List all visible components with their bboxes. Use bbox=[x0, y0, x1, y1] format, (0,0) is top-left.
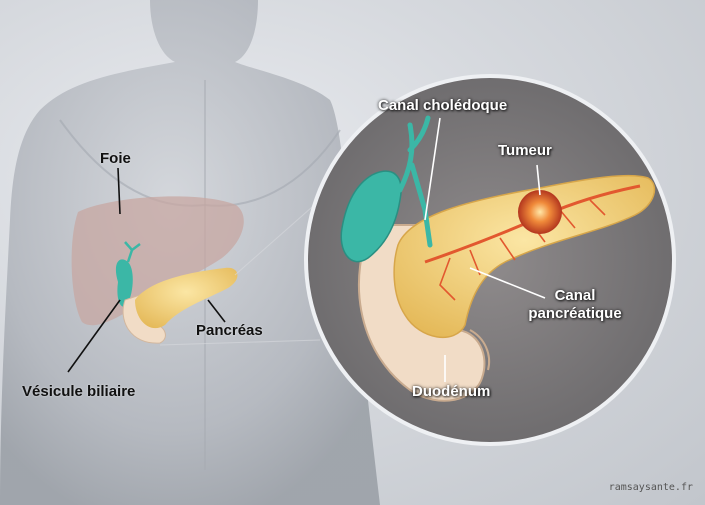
label-pancreas: Pancréas bbox=[196, 322, 263, 339]
gallbladder-large bbox=[340, 170, 402, 263]
pancreas-small bbox=[135, 267, 238, 329]
label-vesicule-biliaire: Vésicule biliaire bbox=[22, 383, 136, 400]
label-canal-pancreatique-line1: Canal bbox=[554, 287, 596, 304]
label-duodenum: Duodénum bbox=[412, 383, 491, 400]
leader-lines-right bbox=[424, 117, 546, 382]
label-canal-choledoque: Canal cholédoque bbox=[378, 97, 508, 114]
liver bbox=[71, 196, 244, 326]
label-canal-pancreatique: Canal pancréatique bbox=[520, 287, 630, 323]
magnified-view bbox=[304, 74, 676, 446]
tumor bbox=[518, 190, 562, 234]
label-tumeur: Tumeur bbox=[498, 142, 552, 159]
bile-duct bbox=[397, 115, 433, 248]
source-credit: ramsaysante.fr bbox=[608, 482, 693, 493]
label-foie: Foie bbox=[100, 150, 131, 167]
gallbladder-small bbox=[115, 259, 133, 307]
leader-lines-left bbox=[67, 167, 226, 373]
label-canal-pancreatique-line2: pancréatique bbox=[528, 305, 622, 322]
